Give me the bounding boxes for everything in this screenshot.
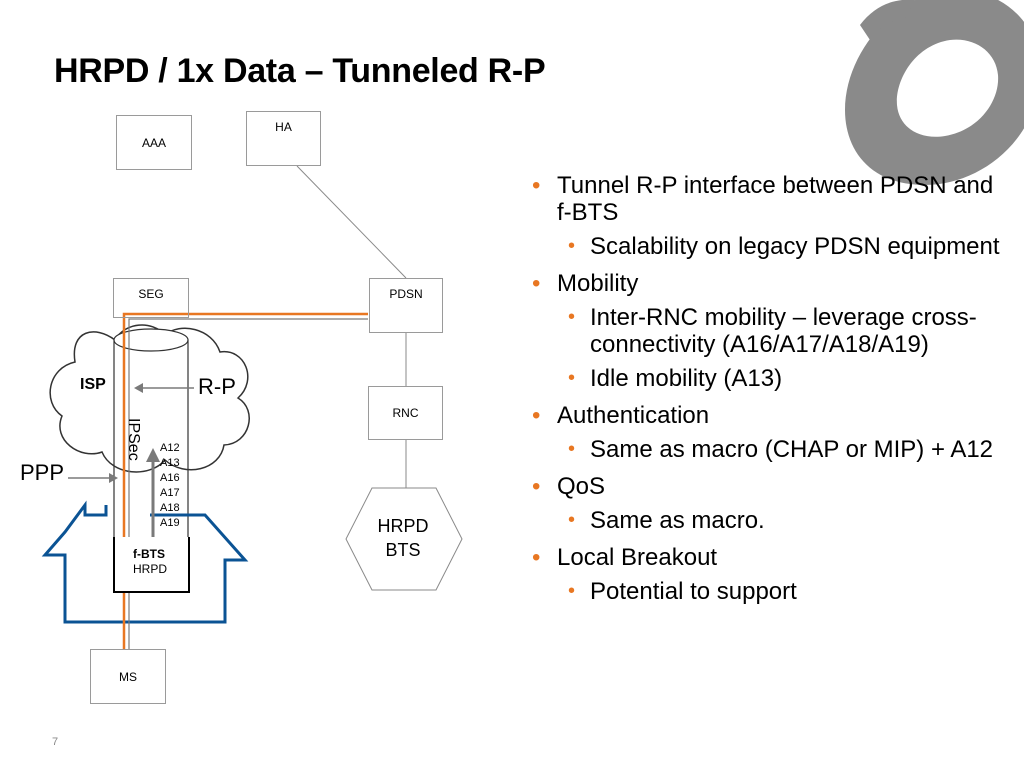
- seg-box: SEG: [113, 278, 189, 318]
- bullet-item: Tunnel R-P interface between PDSN and f-…: [532, 172, 1002, 226]
- bullet-item: QoS: [532, 473, 1002, 500]
- fbts-label: f-BTS: [133, 547, 165, 561]
- r-p-label: R-P: [198, 374, 236, 399]
- page-number: 7: [52, 736, 59, 748]
- slide-title: HRPD / 1x Data – Tunneled R-P: [54, 52, 546, 90]
- isp-label: ISP: [80, 376, 106, 393]
- ms-box: MS: [90, 649, 166, 704]
- bullet-item: Authentication: [532, 402, 1002, 429]
- hrpd-bts-hexagon: [345, 487, 463, 591]
- ha-box: HA: [246, 111, 321, 166]
- fbts-uplink-arrowhead: [146, 448, 160, 462]
- bullet-list: Tunnel R-P interface between PDSN and f-…: [532, 172, 1002, 605]
- pdsn-label: PDSN: [389, 287, 423, 301]
- aaa-label: AAA: [141, 135, 166, 150]
- interface-item: A18: [160, 502, 180, 514]
- interface-list: A12 A13 A16 A17 A18 A19: [160, 441, 180, 531]
- hrpd-bts-line1: HRPD: [377, 516, 429, 536]
- interface-item: A19: [160, 517, 180, 529]
- rnc-box: RNC: [368, 386, 443, 440]
- hrpd-bts-label: HRPD BTS: [344, 514, 462, 562]
- ms-label: MS: [119, 669, 137, 684]
- ha-label: HA: [275, 120, 292, 134]
- interface-item: A16: [160, 472, 180, 484]
- interface-item: A17: [160, 487, 180, 499]
- sub-bullet-item: Idle mobility (A13): [532, 365, 1002, 392]
- aaa-box: AAA: [116, 115, 192, 170]
- ha-pdsn-link: [296, 165, 407, 279]
- ppp-arrowhead: [109, 473, 118, 483]
- seg-label: SEG: [138, 287, 164, 301]
- sub-bullet-item: Same as macro.: [532, 507, 1002, 534]
- house-outline: [41, 500, 249, 624]
- interface-item: A12: [160, 442, 180, 454]
- sub-bullet-item: Potential to support: [532, 578, 1002, 605]
- isp-cloud: [49, 324, 250, 473]
- sub-bullet-item: Scalability on legacy PDSN equipment: [532, 233, 1002, 260]
- pdsn-box: PDSN: [369, 278, 443, 333]
- fbts-box: f-BTS HRPD: [113, 537, 190, 593]
- r-p-arrowhead: [134, 383, 143, 393]
- ppp-label: PPP: [20, 460, 65, 485]
- hrpd-bts-line2: BTS: [385, 540, 421, 560]
- ipsec-label: IPSec: [125, 418, 142, 461]
- fbts-sublabel: HRPD: [133, 562, 168, 576]
- sub-bullet-item: Inter-RNC mobility – leverage cross-conn…: [532, 304, 1002, 358]
- bullet-item: Local Breakout: [532, 544, 1002, 571]
- interface-item: A13: [160, 457, 180, 469]
- rnc-label: RNC: [392, 406, 419, 420]
- sub-bullet-item: Same as macro (CHAP or MIP) + A12: [532, 436, 1002, 463]
- bullet-item: Mobility: [532, 270, 1002, 297]
